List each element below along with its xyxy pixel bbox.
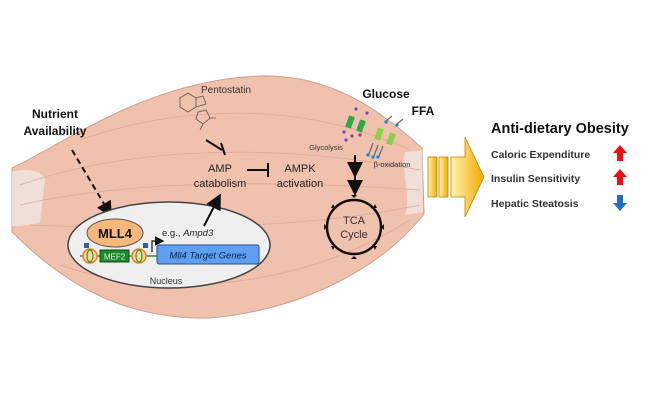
- glucose-label: Glucose: [362, 87, 410, 101]
- glycolysis-label: Glycolysis: [309, 143, 343, 152]
- muscle-tendon-left: [12, 170, 45, 226]
- outcome-title: Anti-dietary Obesity: [491, 121, 629, 137]
- outcome-item-caloric-expenditure: Caloric Expenditure: [491, 149, 590, 161]
- muscle-tendon-right: [403, 150, 423, 215]
- fatty-acid-icon: [366, 115, 404, 159]
- nutrient-label-line1: Nutrient: [32, 107, 78, 121]
- mll4-protein: [86, 218, 144, 248]
- mll4-label: MLL4: [98, 226, 133, 241]
- pentostatin-inhibition: [205, 139, 226, 156]
- outcome-arrow: [427, 136, 485, 218]
- mef2-label: MEF2: [104, 253, 126, 262]
- transcription-start-arrow: [151, 236, 165, 252]
- target-genes-label: Mll4 Target Genes: [169, 251, 247, 262]
- nucleus-label: Nucleus: [150, 276, 183, 286]
- up-arrow-icon: [613, 145, 627, 161]
- ampk-label-line1: AMPK: [284, 163, 316, 175]
- ampd3-arrow: [203, 193, 221, 227]
- up-arrow-icon: [613, 169, 627, 185]
- pentostatin-label: Pentostatin: [201, 85, 251, 96]
- ampk-label-line2: activation: [277, 178, 323, 190]
- tca-cycle-arrowheads-icon: [324, 195, 384, 259]
- dashed-arrow: [71, 149, 113, 218]
- tca-label-line1: TCA: [343, 215, 366, 227]
- nucleosome-icon: [131, 243, 148, 264]
- glucose-transporter-icon: [345, 115, 366, 133]
- nucleosome-icon: [82, 243, 98, 264]
- amp-label-line2: catabolism: [194, 178, 247, 190]
- ampk-inhibition: [247, 163, 269, 177]
- example-gene-label: e.g., Ampd3: [162, 228, 214, 239]
- ffa-label: FFA: [412, 104, 435, 118]
- amp-label-line1: AMP: [208, 163, 232, 175]
- glucose-molecules-icon: [342, 107, 369, 142]
- beta-oxidation-label: β-oxidation: [374, 160, 411, 169]
- down-arrow-icon: [613, 195, 627, 211]
- target-genes-box: [156, 244, 260, 265]
- outcome-item-hepatic-steatosis: Hepatic Steatosis: [491, 198, 579, 210]
- mef2-box: [99, 249, 130, 263]
- outcome-item-insulin-sensitivity: Insulin Sensitivity: [491, 173, 580, 185]
- pentostatin-molecule-icon: [179, 92, 216, 131]
- nutrient-label-line2: Availability: [24, 124, 87, 138]
- ffa-transporter-icon: [374, 127, 396, 146]
- tca-label-line2: Cycle: [340, 229, 368, 241]
